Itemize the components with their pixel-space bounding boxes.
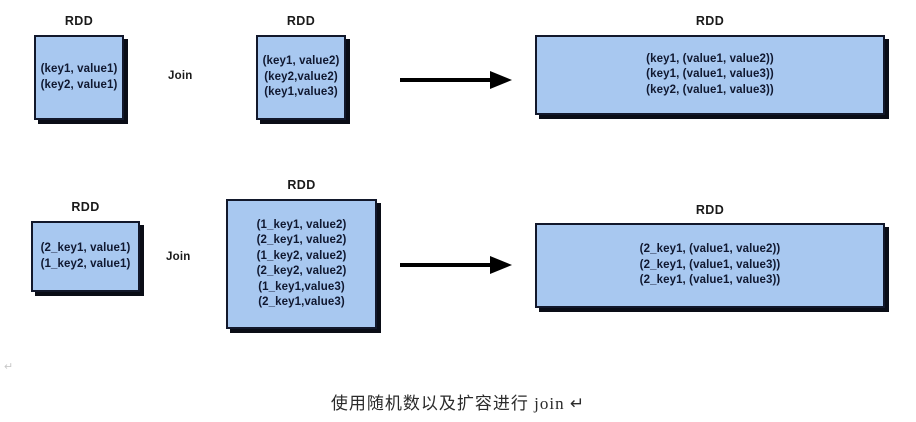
flow-arrow-bottom: [398, 253, 514, 277]
rdd-header-bottom-left: RDD: [71, 200, 100, 214]
rdd-line: (1_key2, value1): [40, 257, 131, 270]
rdd-box-top-right: (key1, (value1, value2)) (key1, (value1,…: [535, 35, 885, 115]
rdd-line: (key1, value1): [40, 63, 118, 75]
rdd-line: (1_key1,value3): [258, 280, 345, 293]
rdd-line: (key1, value2): [262, 55, 340, 68]
rdd-line: (2_key1, (value1, value3)): [639, 258, 781, 271]
rdd-line: (2_key1, value1): [40, 242, 131, 254]
join-operator-top: Join: [168, 70, 193, 82]
figure-caption: 使用随机数以及扩容进行 join ↵: [330, 394, 586, 413]
rdd-content-top-middle: (key1, value2) (key2,value2) (key1,value…: [263, 54, 340, 101]
stray-paragraph-mark: ↵: [4, 361, 14, 373]
rdd-box-bottom-left: (2_key1, value1) (1_key2, value1): [31, 221, 140, 292]
rdd-header-bottom-middle: RDD: [287, 178, 316, 192]
rdd-line: (2_key1, value2): [256, 234, 347, 246]
rdd-header-top-left: RDD: [64, 14, 94, 28]
rdd-line: (2_key1, (value1, value2)): [639, 243, 781, 256]
rdd-header-top-middle: RDD: [286, 14, 316, 28]
rdd-content-top-right: (key1, (value1, value2)) (key1, (value1,…: [646, 52, 774, 99]
rdd-line: (2_key1, (value1, value3)): [639, 274, 781, 287]
rdd-line: (key1, (value1, value3)): [646, 68, 774, 81]
rdd-content-bottom-middle: (1_key1, value2) (2_key1, value2) (1_key…: [257, 218, 347, 311]
rdd-line: (1_key1, value2): [256, 218, 347, 231]
rdd-line: (key1,value3): [264, 86, 338, 99]
rdd-content-top-left: (key1, value1) (key2, value1): [41, 62, 118, 93]
flow-arrow-top: [398, 68, 514, 92]
rdd-header-bottom-right: RDD: [695, 203, 725, 217]
rdd-line: (key2,value2): [264, 70, 338, 83]
rdd-box-bottom-right: (2_key1, (value1, value2)) (2_key1, (val…: [535, 223, 885, 308]
rdd-content-bottom-right: (2_key1, (value1, value2)) (2_key1, (val…: [640, 242, 781, 289]
rdd-line: (key2, value1): [40, 78, 118, 91]
rdd-line: (1_key2, value2): [256, 249, 347, 262]
rdd-box-top-left: (key1, value1) (key2, value1): [34, 35, 124, 120]
rdd-line: (key2, (value1, value3)): [646, 83, 774, 96]
rdd-line: (2_key1,value3): [258, 296, 345, 308]
rdd-header-top-right: RDD: [695, 14, 725, 28]
rdd-box-bottom-middle: (1_key1, value2) (2_key1, value2) (1_key…: [226, 199, 377, 329]
rdd-box-top-middle: (key1, value2) (key2,value2) (key1,value…: [256, 35, 346, 120]
join-operator-bottom: Join: [166, 251, 191, 263]
rdd-line: (2_key2, value2): [256, 265, 347, 277]
rdd-line: (key1, (value1, value2)): [646, 52, 774, 65]
rdd-content-bottom-left: (2_key1, value1) (1_key2, value1): [41, 241, 131, 272]
